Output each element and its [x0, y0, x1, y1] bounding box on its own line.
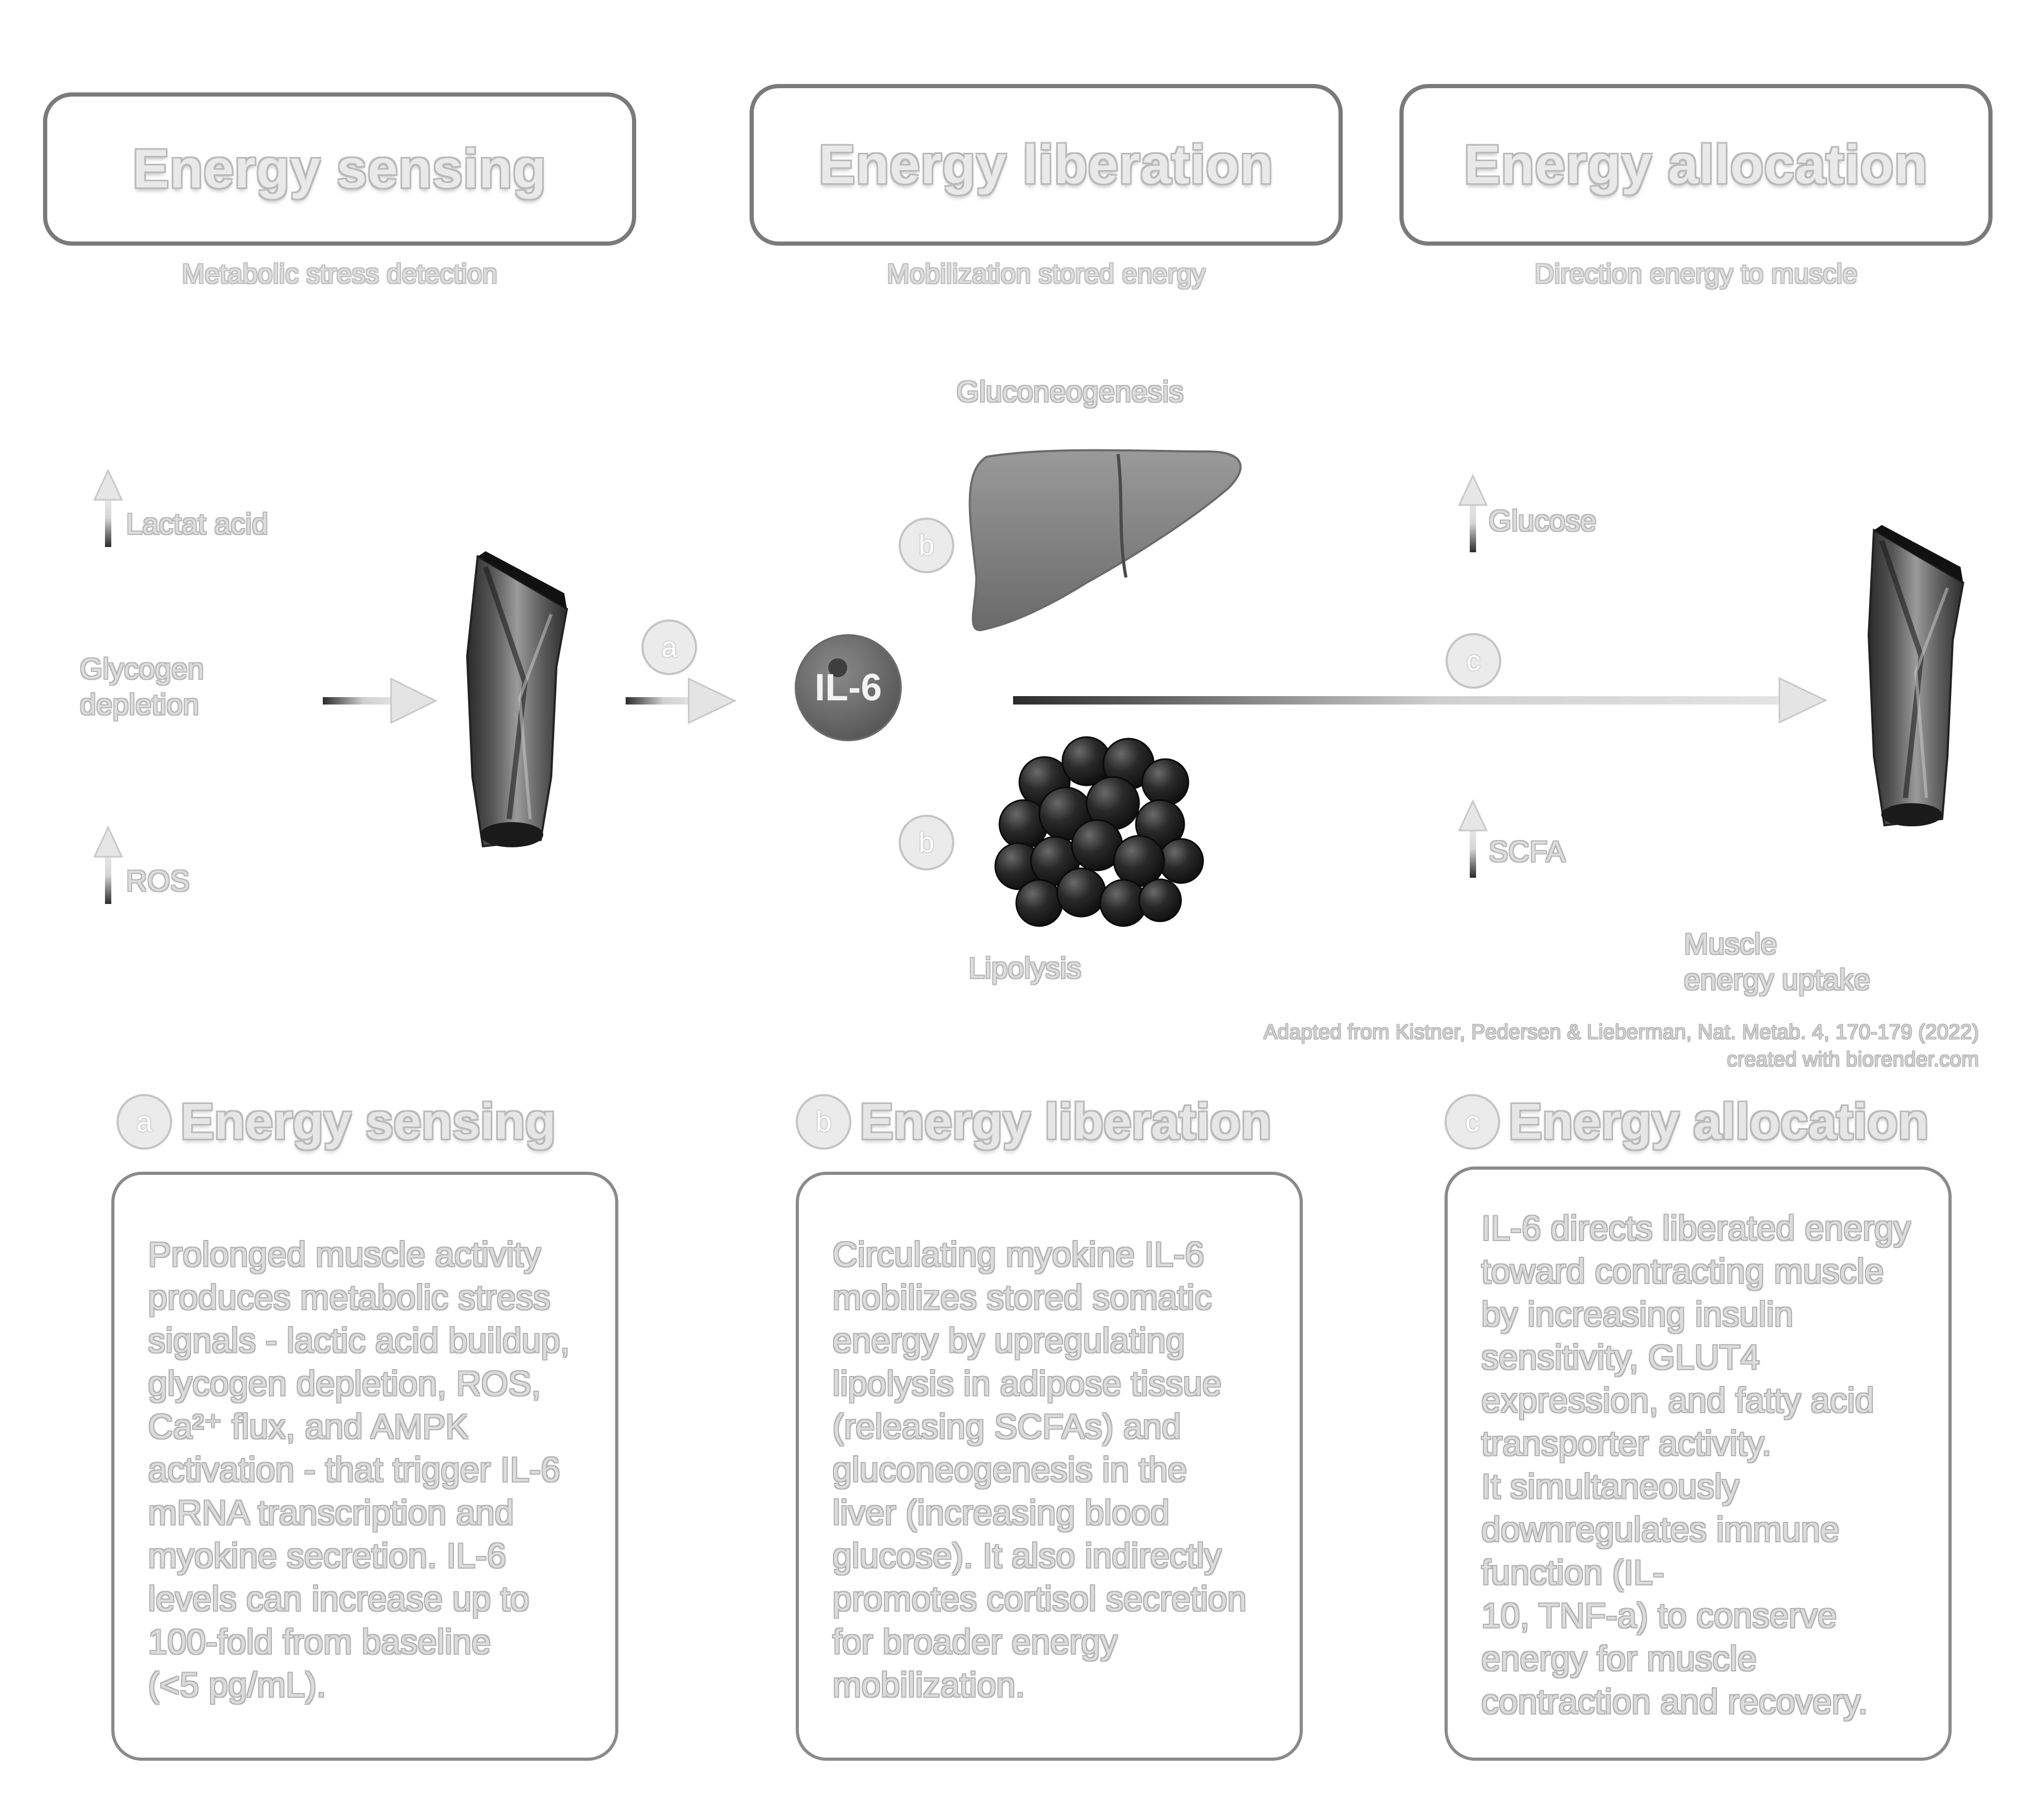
- section-head-energy-sensing: a Energy sensing: [117, 1093, 556, 1151]
- glycogen-label-line2: depletion: [80, 688, 199, 721]
- section-head-energy-liberation: b Energy liberation: [796, 1093, 1271, 1151]
- muscle-to-il6-arrow-icon: [626, 677, 737, 724]
- stage-subtitle: Mobilization stored energy: [887, 259, 1206, 289]
- section-title: Energy allocation: [1509, 1094, 1929, 1150]
- card-energy-allocation: IL-6 directs liberated energy toward con…: [1445, 1166, 1952, 1761]
- muscle-left-icon: [466, 551, 568, 848]
- card-text: Prolonged muscle activity produces metab…: [148, 1235, 570, 1704]
- gluconeogenesis-label: Gluconeogenesis: [956, 375, 1184, 408]
- card-energy-sensing: Prolonged muscle activity produces metab…: [111, 1172, 618, 1761]
- lactat-acid-label: Lactat acid: [126, 507, 268, 540]
- badge-b-liver: b: [899, 518, 954, 573]
- muscle-uptake-label-line1: Muscle: [1684, 927, 1777, 960]
- stage-box-energy-sensing: Energy sensing: [43, 92, 636, 246]
- il6-molecule-icon: [795, 634, 902, 741]
- section-title: Energy sensing: [181, 1094, 556, 1150]
- card-text: IL-6 directs liberated energy toward con…: [1481, 1208, 1911, 1721]
- stage-title: Energy liberation: [818, 134, 1274, 195]
- glycogen-label-line1: Glycogen: [80, 652, 204, 685]
- pathway-diagram: [93, 449, 1965, 927]
- stage-title: Energy sensing: [132, 138, 547, 199]
- glucose-up-arrow-icon: [1458, 474, 1488, 552]
- stage-subtitle: Metabolic stress detection: [182, 259, 498, 289]
- scfa-label: SCFA: [1489, 835, 1566, 868]
- il6-label: IL-6: [814, 667, 882, 709]
- stage-box-energy-liberation: Energy liberation: [750, 84, 1343, 246]
- stage-title: Energy allocation: [1464, 134, 1928, 195]
- glucose-label: Glucose: [1489, 504, 1597, 537]
- stage-box-energy-allocation: Energy allocation: [1399, 84, 1993, 246]
- badge-b-adipose: b: [899, 815, 954, 870]
- section-head-energy-allocation: c Energy allocation: [1445, 1093, 1929, 1151]
- section-badge-c: c: [1445, 1094, 1500, 1150]
- muscle-right-icon: [1867, 525, 1965, 827]
- glycogen-to-muscle-arrow-icon: [323, 677, 438, 724]
- ros-label: ROS: [126, 864, 190, 897]
- lipolysis-label: Lipolysis: [968, 951, 1081, 984]
- credit-line1: Adapted from Kistner, Pedersen & Lieberm…: [1263, 1021, 1979, 1044]
- badge-a: a: [641, 619, 697, 675]
- section-badge-a: a: [117, 1094, 172, 1150]
- section-title: Energy liberation: [860, 1094, 1272, 1150]
- ros-up-arrow-icon: [93, 825, 123, 904]
- il6-to-muscle-long-arrow-icon: [1013, 677, 1828, 724]
- lactat-up-arrow-icon: [93, 468, 123, 547]
- credit-line2: created with biorender.com: [1726, 1048, 1979, 1071]
- badge-c: c: [1446, 633, 1501, 689]
- scfa-up-arrow-icon: [1458, 799, 1488, 878]
- card-energy-liberation: Circulating myokine IL-6 mobilizes store…: [796, 1172, 1303, 1761]
- liver-icon: [968, 449, 1242, 632]
- muscle-uptake-label-line2: energy uptake: [1684, 963, 1870, 996]
- stage-subtitle: Direction energy to muscle: [1534, 259, 1858, 289]
- section-badge-b: b: [796, 1094, 851, 1150]
- adipose-tissue-icon: [994, 736, 1204, 927]
- card-text: Circulating myokine IL-6 mobilizes store…: [833, 1235, 1247, 1704]
